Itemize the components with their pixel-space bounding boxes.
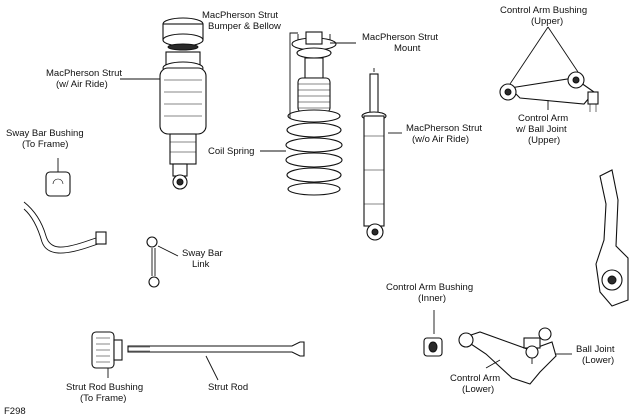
label-bumper-2: Bumper & Bellow	[208, 21, 281, 32]
leader-strut-rod	[205, 355, 219, 381]
label-bumper-1: MacPherson Strut	[202, 10, 278, 21]
strut-mount-drawing	[291, 31, 337, 79]
leader-sway-link	[157, 245, 179, 257]
label-ca-bushing-inner-1: Control Arm Bushing	[386, 282, 473, 293]
label-coil-spring: Coil Spring	[208, 146, 254, 157]
macpherson-strut-air-ride-drawing	[159, 17, 207, 190]
label-strut-air-1: MacPherson Strut	[46, 68, 122, 79]
sway-bar-drawing	[23, 201, 107, 254]
label-strut-rod: Strut Rod	[208, 382, 248, 393]
label-ca-upper-1: Control Arm	[518, 113, 568, 124]
label-ca-lower-2: (Lower)	[462, 384, 494, 395]
label-mount-2: Mount	[394, 43, 421, 54]
coil-spring-drawing	[285, 109, 343, 196]
strut-rod-drawing	[127, 341, 305, 357]
label-strut-rod-bushing-2: (To Frame)	[80, 393, 126, 404]
label-sway-bushing-2: (To Frame)	[22, 139, 68, 150]
label-ball-joint-1: Ball Joint	[576, 344, 615, 355]
label-strut-air-2: (w/ Air Ride)	[56, 79, 108, 90]
control-arm-bushing-inner-drawing	[423, 337, 443, 357]
sway-bar-link-drawing	[146, 236, 160, 288]
ball-joint-lower-drawing	[523, 337, 541, 364]
label-ca-bushing-inner-2: (Inner)	[418, 293, 446, 304]
lower-control-arm-drawing	[458, 327, 557, 385]
figure-code: F298	[4, 406, 26, 417]
label-ca-upper-3: (Upper)	[528, 135, 560, 146]
macpherson-strut-no-air-drawing	[361, 68, 387, 241]
leader-bumper-bellow	[289, 32, 298, 118]
label-ball-joint-2: (Lower)	[582, 355, 614, 366]
upper-control-arm-drawing	[499, 71, 599, 112]
label-strut-rod-bushing-1: Strut Rod Bushing	[66, 382, 143, 393]
strut-rod-bushing-drawing	[91, 331, 123, 369]
leader-ca-lower	[485, 359, 501, 369]
bumper-bellow-drawing	[297, 77, 331, 113]
label-strut-no-air-2: (w/o Air Ride)	[412, 134, 469, 145]
label-ca-lower-1: Control Arm	[450, 373, 500, 384]
label-sway-link-1: Sway Bar	[182, 248, 223, 259]
sway-bar-bushing-drawing	[45, 171, 71, 197]
label-sway-bushing-1: Sway Bar Bushing	[6, 128, 84, 139]
label-ca-upper-2: w/ Ball Joint	[515, 124, 567, 135]
steering-knuckle-drawing	[595, 169, 629, 307]
label-mount-1: MacPherson Strut	[362, 32, 438, 43]
label-sway-link-2: Link	[192, 259, 210, 270]
label-ca-bushing-upper-2: (Upper)	[531, 16, 563, 27]
label-ca-bushing-upper-1: Control Arm Bushing	[500, 5, 587, 16]
leader-ca-bushing-upper	[509, 26, 579, 85]
label-strut-no-air-1: MacPherson Strut	[406, 123, 482, 134]
